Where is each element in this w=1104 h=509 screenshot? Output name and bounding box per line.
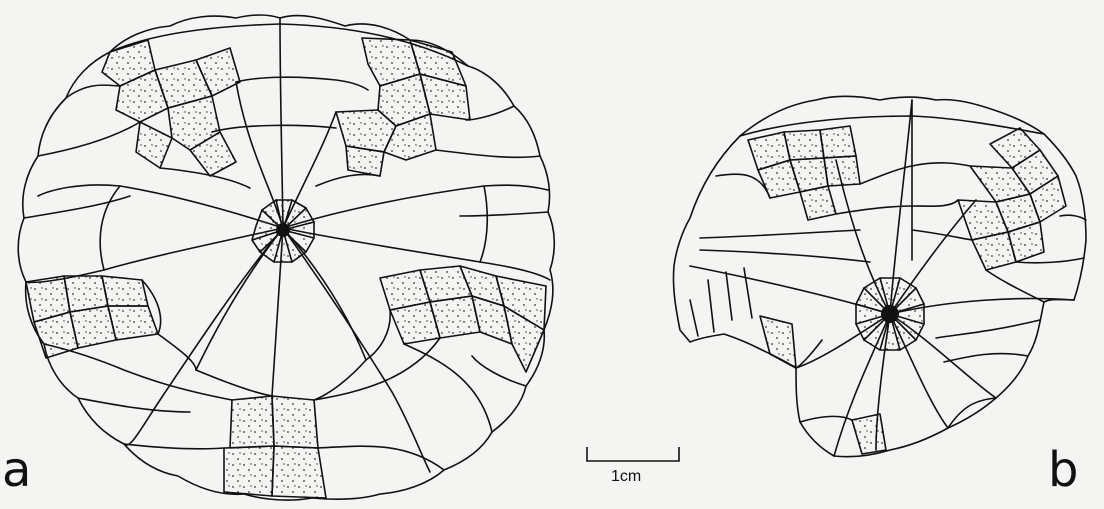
panel-a-ambulacral-left — [26, 276, 158, 358]
scale-bar — [587, 447, 679, 461]
panel-a-ambulacral-upper-left — [102, 40, 240, 176]
panel-a-ambulacral-right — [380, 266, 546, 372]
panel-b-specimen — [673, 96, 1086, 457]
panel-b-apical-disc — [856, 278, 924, 350]
scale-bar-label: 1cm — [611, 468, 641, 486]
panel-a-ambulacral-bottom — [224, 396, 326, 498]
panel-b-label: b — [1048, 446, 1078, 494]
panel-a-ambulacral-upper-right — [336, 38, 470, 176]
panel-b-ambulacral-upper-left — [748, 126, 860, 220]
panel-a-specimen — [18, 15, 554, 500]
panel-a-apical-disc — [252, 200, 314, 262]
panel-a-label: a — [2, 446, 31, 494]
panel-b-ambulacral-upper-right — [958, 128, 1066, 270]
scale-bar-line — [587, 447, 679, 461]
